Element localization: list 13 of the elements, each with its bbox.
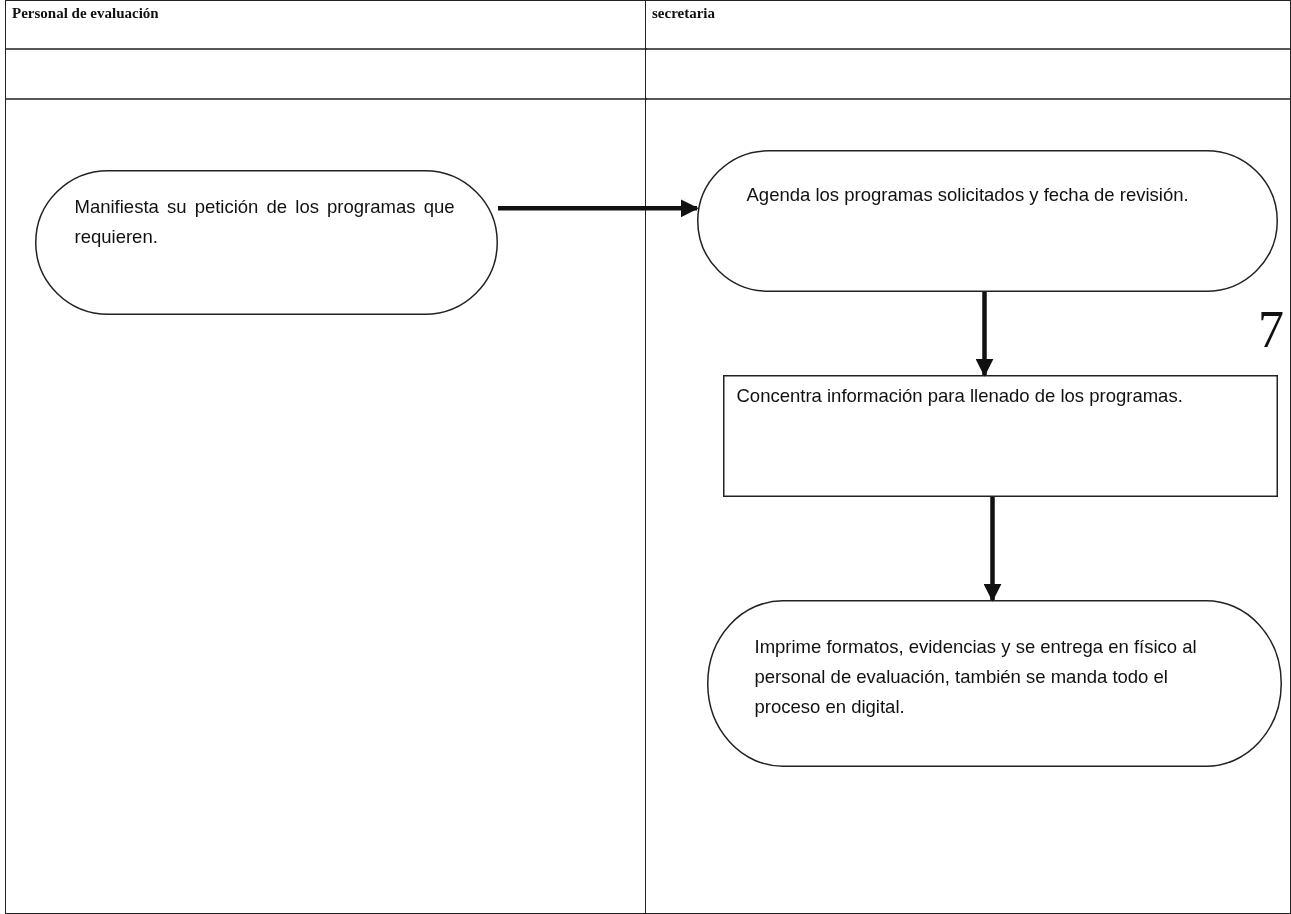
arrow <box>983 497 1002 602</box>
swimlane <box>645 0 1291 914</box>
step-text: Manifiesta su petición de los programas que requieren. <box>74 194 455 249</box>
arrow <box>498 199 699 218</box>
arrow <box>975 292 994 377</box>
process-box <box>722 374 1278 497</box>
step-text: Agenda los programas solicitados y fecha de revisión. <box>746 182 1190 207</box>
step-text: Concentra información para llenado de los programas. <box>736 383 1184 408</box>
lane-header: Personal de evaluación <box>12 5 159 22</box>
lane-header: secretaria <box>652 5 716 22</box>
swimlane <box>5 0 646 914</box>
step-text: Imprime formatos, evidencias y se entrega en físico al personal de evaluación, también se manda todo el proceso en digital. <box>754 634 1198 719</box>
page-number: 7 <box>1258 300 1284 359</box>
